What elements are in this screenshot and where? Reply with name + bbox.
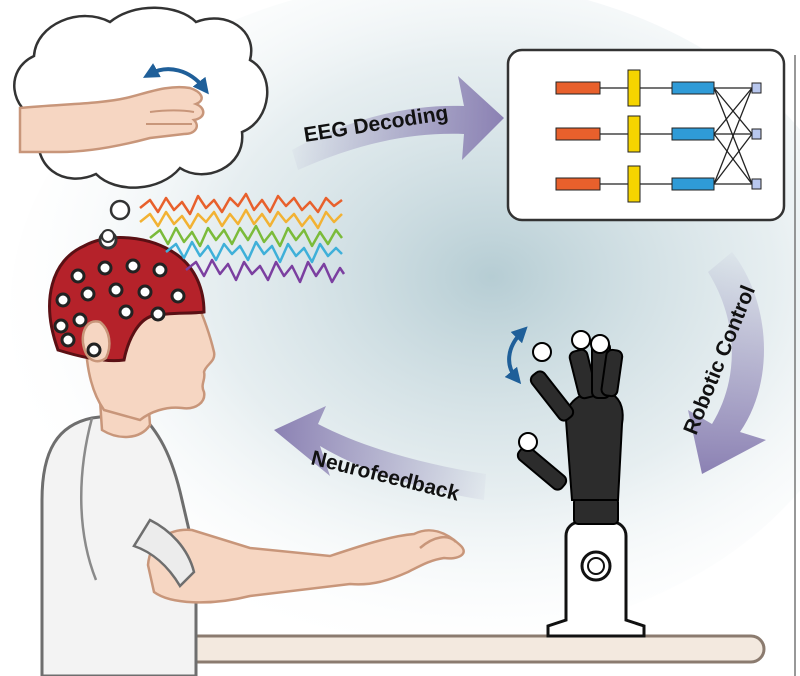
robot-fingers — [516, 341, 624, 491]
electrode — [60, 332, 76, 348]
electrode — [97, 260, 113, 276]
decoder-input-node — [555, 81, 601, 95]
robotic-control-arrow-shape — [688, 252, 766, 474]
imagined-hand-fingers — [146, 109, 195, 125]
electrode — [86, 342, 102, 358]
decoder-output-node — [751, 178, 762, 190]
decoder-input-node — [555, 127, 601, 141]
robot-thumb — [516, 445, 568, 491]
robot-hand — [504, 326, 646, 638]
neural-decoder — [506, 48, 786, 222]
decoder-box — [506, 48, 786, 222]
decoder-output-layer — [751, 82, 762, 190]
robot-palm — [564, 390, 624, 501]
eeg-signals — [139, 192, 346, 284]
electrode — [137, 284, 153, 300]
decoder-filter-node — [627, 115, 641, 153]
thumb — [419, 535, 457, 549]
electrode — [108, 282, 124, 298]
decoder-hidden-node — [671, 127, 715, 141]
robot-finger — [600, 348, 624, 398]
decoder-hidden-layer — [671, 81, 715, 191]
decoder-filter-node — [627, 69, 641, 107]
sleeve-line — [80, 417, 98, 581]
robot-fingertip — [571, 330, 591, 350]
neurofeedback-arrow-shape — [274, 406, 486, 500]
sleeve-cuff — [132, 518, 196, 589]
robot-wrist — [573, 497, 619, 525]
eeg-wave — [139, 208, 343, 230]
robot-fingertip — [532, 342, 552, 362]
thought-dot — [101, 229, 115, 243]
eeg-wave — [185, 258, 346, 284]
double-arrow-icon — [504, 326, 528, 385]
eeg-wave — [139, 192, 343, 216]
double-arrow-icon — [143, 63, 209, 95]
imagined-hand — [18, 85, 205, 154]
eeg-electrodes — [53, 258, 186, 358]
electrode — [55, 292, 71, 308]
decoder-filter-layer — [627, 69, 641, 203]
electrode — [72, 312, 88, 328]
robot-finger — [529, 370, 575, 422]
robot-base-joint-inner — [587, 557, 605, 575]
thought-dot — [109, 199, 131, 221]
electrode — [170, 288, 186, 304]
decoder-input-layer — [555, 81, 601, 191]
robot-fingertip — [590, 334, 610, 354]
person — [40, 230, 465, 676]
decoder-output-node — [751, 128, 762, 140]
electrode — [125, 258, 141, 274]
electrode — [70, 268, 86, 284]
thought-bubble — [13, 6, 269, 243]
decoder-hidden-node — [671, 81, 715, 95]
robot-fingertip — [518, 432, 538, 452]
table — [170, 634, 766, 664]
decoder-hidden-node — [671, 177, 715, 191]
decoder-input-node — [555, 177, 601, 191]
electrode — [150, 306, 166, 322]
eeg-wave — [149, 224, 343, 248]
electrode — [80, 286, 96, 302]
electrode — [152, 262, 168, 278]
decoder-output-node — [751, 82, 762, 94]
robot-fingertips — [518, 330, 610, 452]
eeg-wave — [165, 240, 343, 264]
arm — [146, 528, 465, 604]
electrode — [53, 318, 69, 334]
eeg-decoding-arrow-shape — [292, 76, 504, 170]
decoder-connections — [600, 87, 753, 185]
decoder-filter-node — [627, 165, 641, 203]
electrode — [118, 304, 134, 320]
